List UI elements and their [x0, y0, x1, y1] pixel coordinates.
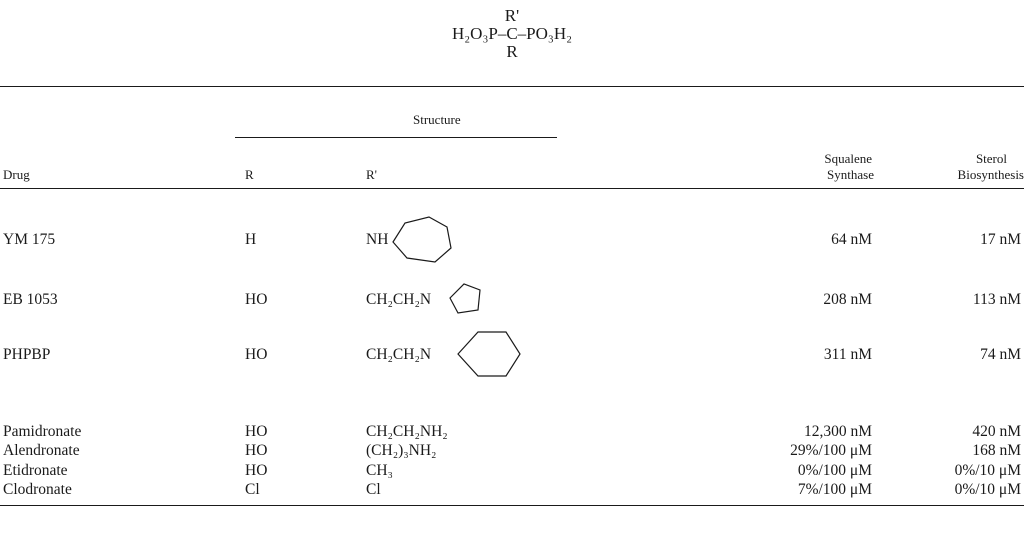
row-5-sterol: 168 nM — [972, 442, 1021, 459]
row-2-drug: EB 1053 — [3, 291, 58, 308]
formula-r-prime: R' — [504, 6, 520, 25]
row-6-r-prime: CH₃ — [366, 462, 393, 479]
row-2-r-prime: CH₂CH₂N — [366, 291, 432, 308]
row-4-squalene: 12,300 nM — [803, 423, 872, 440]
cycloheptyl-ring-icon — [391, 215, 457, 265]
bottom-rule — [0, 505, 1024, 506]
row-4-r: HO — [245, 423, 268, 440]
row-5-squalene: 29%/100 μM — [790, 442, 872, 459]
row-7-r-prime: Cl — [366, 481, 381, 498]
row-4-r-prime: CH₂CH₂NH₂ — [366, 423, 448, 440]
row-1-drug: YM 175 — [3, 231, 56, 248]
row-5-drug: Alendronate — [3, 442, 80, 459]
row-6-r: HO — [245, 462, 268, 479]
row-7-squalene: 7%/100 μM — [797, 481, 872, 498]
row-3-squalene: 311 nM — [823, 346, 872, 363]
formula-main: H₂O₃P–C–PO₃H₂ — [451, 24, 573, 43]
header-sterol-1: Sterol — [975, 151, 1007, 166]
piperidine-ring-icon — [456, 328, 522, 380]
row-1-sterol: 17 nM — [980, 231, 1021, 248]
row-4-sterol: 420 nM — [972, 423, 1021, 440]
row-1-r: H — [245, 231, 257, 248]
row-7-sterol: 0%/10 μM — [954, 481, 1021, 498]
header-squalene-1: Squalene — [824, 151, 872, 166]
row-7-r: Cl — [245, 481, 260, 498]
header-squalene-2: Synthase — [827, 167, 874, 182]
row-6-sterol: 0%/10 μM — [954, 462, 1021, 479]
row-3-r-prime: CH₂CH₂N — [366, 346, 432, 363]
header-structure: Structure — [413, 112, 461, 127]
formula-r: R — [506, 42, 518, 61]
row-6-drug: Etidronate — [3, 462, 68, 479]
row-2-r: HO — [245, 291, 268, 308]
row-3-drug: PHPBP — [3, 346, 51, 363]
pyrrolidine-ring-icon — [448, 282, 484, 316]
header-rule — [0, 188, 1024, 189]
row-4-drug: Pamidronate — [3, 423, 82, 440]
row-1-r-prime: NH — [366, 231, 389, 248]
row-2-squalene: 208 nM — [823, 291, 872, 308]
header-r-prime: R' — [366, 167, 378, 182]
row-7-drug: Clodronate — [3, 481, 72, 498]
row-2-sterol: 113 nM — [972, 291, 1021, 308]
row-1-squalene: 64 nM — [831, 231, 872, 248]
row-5-r-prime: (CH₂)₃NH₂ — [366, 442, 437, 459]
header-sterol-2: Biosynthesis — [957, 167, 1024, 182]
row-6-squalene: 0%/100 μM — [797, 462, 872, 479]
header-r: R — [245, 167, 254, 182]
structure-rule — [235, 137, 557, 138]
row-3-sterol: 74 nM — [980, 346, 1021, 363]
top-rule — [0, 86, 1024, 87]
header-drug: Drug — [3, 167, 30, 182]
row-5-r: HO — [245, 442, 268, 459]
row-3-r: HO — [245, 346, 268, 363]
